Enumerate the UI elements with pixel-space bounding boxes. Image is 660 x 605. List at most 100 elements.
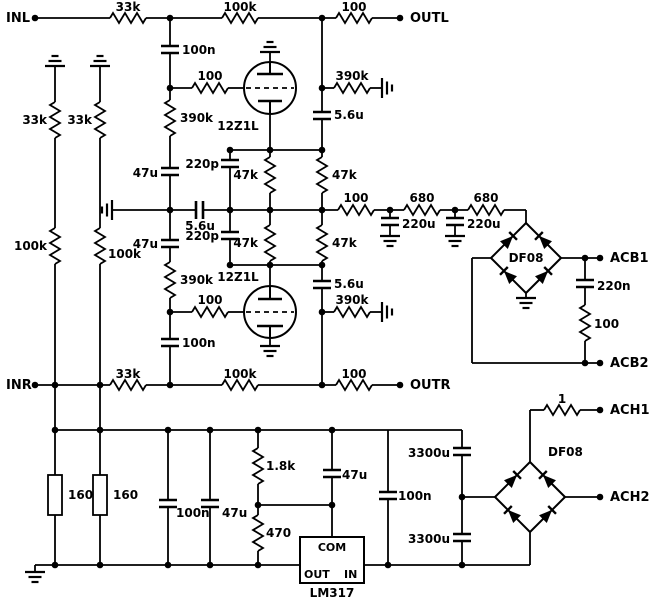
bridge-rectifier-heater-diode — [504, 474, 518, 488]
junction-dot — [318, 84, 326, 92]
bridge-rectifier-heater-diode — [538, 470, 548, 480]
resistor — [467, 203, 505, 217]
47k-b-label: 47k — [332, 168, 358, 182]
junction-dot — [254, 501, 262, 509]
resistor — [333, 305, 371, 319]
output-cap-top-label: 5.6u — [334, 108, 364, 122]
heater-1ohm-label: 1 — [558, 392, 566, 406]
resistor — [263, 156, 277, 194]
resistor — [191, 81, 229, 95]
resistor — [403, 203, 441, 217]
bplus-680-a-label: 680 — [409, 191, 434, 205]
junction-dot — [206, 426, 214, 434]
bridge-rectifier-heater-diode — [507, 509, 521, 523]
bridge-rectifier-heater-diode — [539, 509, 553, 523]
shunt-100k-a-label: 100k — [14, 239, 48, 253]
resistor-box — [47, 474, 63, 516]
resistor — [191, 305, 229, 319]
junction-dot — [31, 14, 39, 22]
out-100n-label: 100n — [176, 506, 210, 520]
resistor — [335, 11, 373, 25]
bot-100k-label: 100k — [223, 367, 257, 381]
bridge-rectifier-acb-diode — [535, 270, 549, 284]
acb2-terminal-label: ACB2 — [610, 356, 649, 371]
junction-dot — [166, 381, 174, 389]
junction-dot — [31, 381, 39, 389]
ballast-160-a-label: 160 — [68, 488, 93, 502]
top-100k-label: 100k — [223, 0, 257, 14]
junction-dot — [206, 561, 214, 569]
bplus-100-label: 100 — [343, 191, 368, 205]
heater-100n-label: 100n — [398, 489, 432, 503]
input-cap-top-label: 100n — [182, 43, 216, 57]
47k-c-label: 47k — [233, 236, 259, 250]
inr-terminal-label: INR — [6, 378, 32, 393]
junction-dot — [458, 561, 466, 569]
shunt-33k-a-label: 33k — [22, 113, 48, 127]
resistor — [221, 378, 259, 392]
junction-dot — [166, 14, 174, 22]
junction-dot — [96, 381, 104, 389]
resistor — [543, 403, 581, 417]
regulator-part-label: LM317 — [310, 586, 355, 600]
junction-dot — [396, 14, 404, 22]
regulator-box — [299, 536, 365, 584]
junction-dot — [254, 561, 262, 569]
bridge-rectifier-acb-diode — [508, 231, 518, 241]
resistor — [109, 378, 147, 392]
junction-dot — [266, 261, 274, 269]
junction-dot — [581, 359, 589, 367]
junction-dot — [51, 561, 59, 569]
resistor — [109, 11, 147, 25]
220u-a-label: 220u — [402, 217, 436, 231]
resistor — [315, 156, 329, 194]
top-33k-label: 33k — [116, 0, 142, 14]
inl-terminal-label: INL — [6, 11, 30, 26]
bplus-680-b-label: 680 — [473, 191, 498, 205]
220u-b-label: 220u — [467, 217, 501, 231]
output-cap-bottom-label: 5.6u — [334, 277, 364, 291]
junction-dot — [318, 381, 326, 389]
junction-dot — [328, 501, 336, 509]
snubber-cap-label: 220n — [597, 279, 631, 293]
heater-470-label: 470 — [266, 526, 291, 540]
junction-dot — [596, 359, 604, 367]
ach2-terminal-label: ACH2 — [610, 490, 650, 505]
resistor — [163, 99, 177, 137]
bridge-heater-label: DF08 — [548, 445, 583, 459]
bridge-rectifier-acb-diode — [503, 270, 517, 284]
junction-dot — [164, 426, 172, 434]
input-cap-bottom-label: 100n — [182, 336, 216, 350]
junction-dot — [51, 426, 59, 434]
top-100-label: 100 — [341, 0, 366, 14]
junction-dot — [596, 254, 604, 262]
resistor — [48, 101, 62, 139]
resistor — [335, 378, 373, 392]
heater-1k8-label: 1.8k — [266, 459, 296, 473]
3300u-a-label: 3300u — [408, 446, 450, 460]
tube-bottom-label: 12Z1L — [217, 270, 259, 284]
bridge-rectifier-acb-diode — [538, 235, 552, 249]
junction-dot — [318, 146, 326, 154]
regulator-com-pin-label: COM — [318, 541, 346, 554]
bridge-rectifier-acb-diode — [543, 266, 553, 276]
regulator-out-pin-label: OUT — [304, 568, 330, 581]
ballast-160-b-label: 160 — [113, 488, 138, 502]
filter-5u6-label: 5.6u — [185, 219, 215, 233]
bridge-rectifier-heater-diode — [542, 474, 556, 488]
resistor — [337, 203, 375, 217]
resistor — [578, 304, 592, 342]
ach1-terminal-label: ACH1 — [610, 403, 650, 418]
output-load-top-label: 390k — [335, 69, 369, 83]
bridge-rectifier-acb-diode — [499, 266, 509, 276]
grid-leak-bottom-label: 390k — [180, 273, 214, 287]
outl-terminal-label: OUTL — [410, 11, 449, 26]
47k-d-label: 47k — [332, 236, 358, 250]
output-load-bottom-label: 390k — [335, 293, 369, 307]
resistor — [163, 261, 177, 299]
resistor — [48, 227, 62, 265]
220p-b-label: 220p — [185, 229, 219, 243]
grid-stop-bottom-label: 100 — [197, 293, 222, 307]
